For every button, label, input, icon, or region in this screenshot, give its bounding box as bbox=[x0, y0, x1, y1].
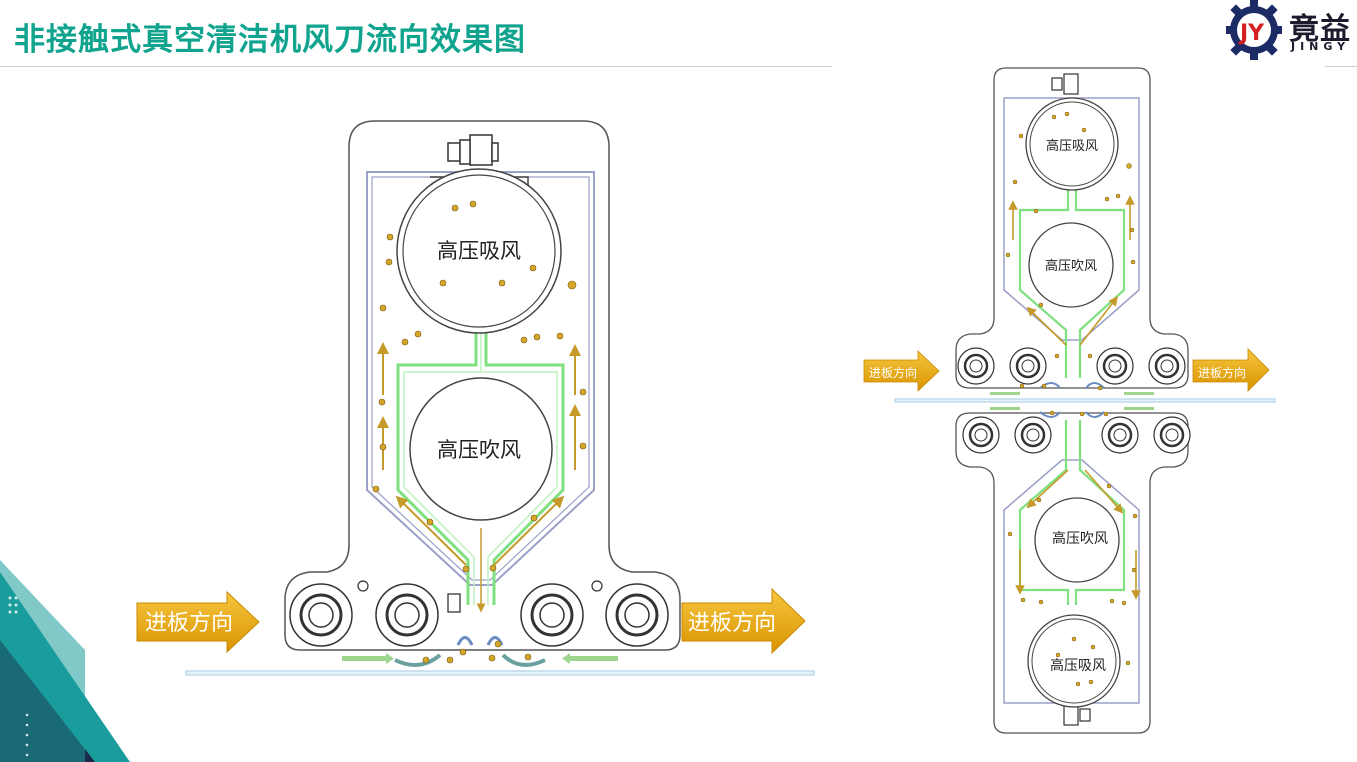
company-logo: JY bbox=[1226, 0, 1357, 60]
left-feed-arrow-out: 进板方向 bbox=[681, 587, 806, 655]
right-diagram: 高压吸风 高压吹风 高压吹风 高压吸风 进板方向 进板方向 bbox=[863, 67, 1276, 734]
gear-logo-icon: JY bbox=[1226, 0, 1282, 60]
logo-subtext: JINGY bbox=[1291, 40, 1351, 53]
page-title: 非接触式真空清洁机风刀流向效果图 bbox=[14, 22, 526, 58]
left-feed-arrow-in: 进板方向 bbox=[136, 590, 260, 654]
right-feed-arrow-in: 进板方向 bbox=[863, 350, 940, 392]
right-bottom-suction-label: 高压吸风 bbox=[1050, 657, 1106, 674]
right-feed-label-in: 进板方向 bbox=[869, 365, 917, 380]
right-top-blow-label: 高压吹风 bbox=[1045, 258, 1097, 274]
right-divider bbox=[1325, 66, 1357, 67]
title-divider bbox=[0, 66, 832, 67]
left-feed-label-out: 进板方向 bbox=[688, 611, 776, 636]
svg-text:JY: JY bbox=[1238, 21, 1265, 46]
left-blow-label: 高压吹风 bbox=[437, 438, 521, 462]
right-feed-arrow-out: 进板方向 bbox=[1192, 348, 1270, 392]
right-top-suction-label: 高压吸风 bbox=[1046, 138, 1098, 154]
corner-decoration bbox=[0, 560, 130, 762]
left-diagram: 高压吸风 高压吹风 进板方向 进板方向 bbox=[136, 120, 815, 676]
right-feed-label-out: 进板方向 bbox=[1198, 365, 1246, 380]
right-bottom-blow-label: 高压吹风 bbox=[1052, 530, 1108, 547]
logo-text: 竟益 bbox=[1289, 12, 1351, 47]
left-feed-label-in: 进板方向 bbox=[145, 611, 233, 636]
left-suction-label: 高压吸风 bbox=[437, 239, 521, 263]
